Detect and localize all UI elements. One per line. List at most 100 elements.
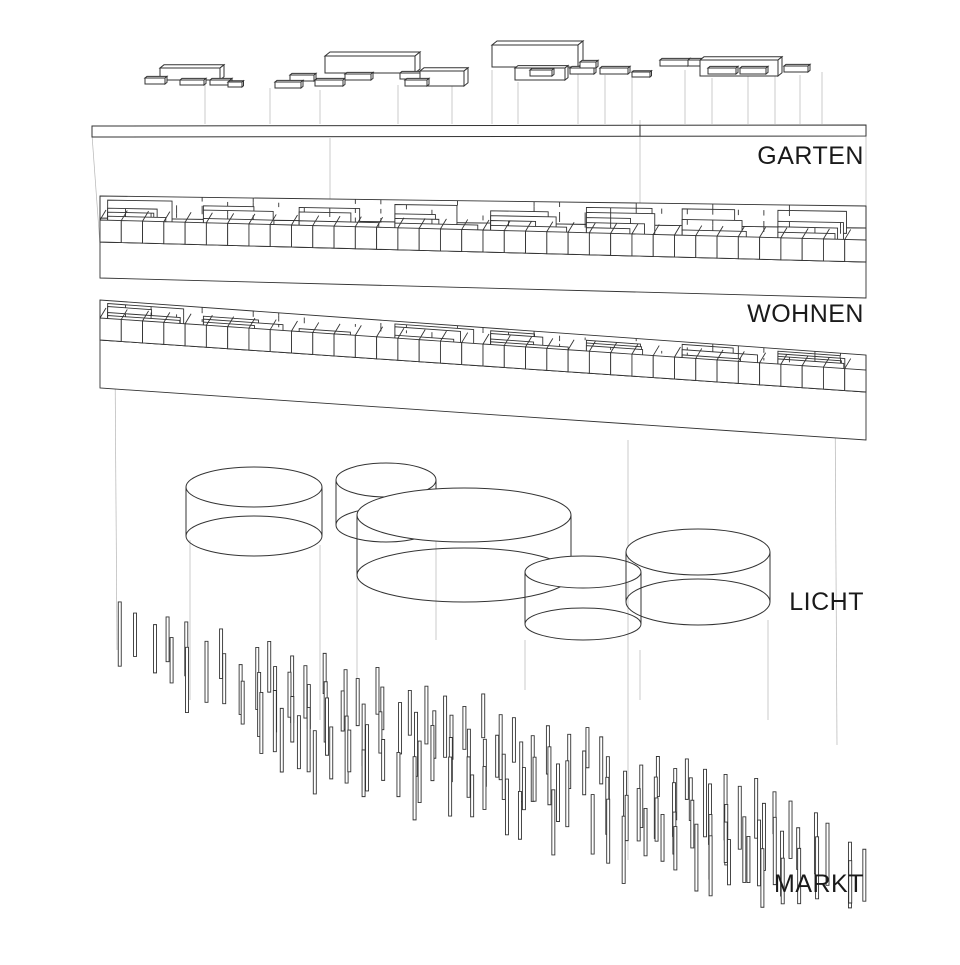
room-divider — [823, 357, 829, 367]
planter-box-front — [345, 74, 371, 80]
market-column — [502, 754, 505, 799]
room-divider — [440, 219, 446, 229]
facade-room-cell — [802, 366, 823, 389]
market-column — [260, 692, 263, 753]
market-column — [297, 716, 300, 769]
market-column — [431, 725, 434, 780]
facade-room-cell — [355, 335, 376, 358]
room-divider — [334, 324, 340, 334]
room-divider — [249, 214, 255, 224]
room-divider — [760, 353, 766, 363]
market-column — [304, 666, 307, 718]
room-divider — [653, 224, 659, 234]
market-column — [223, 654, 226, 704]
facade-room-cell — [313, 226, 334, 249]
room-divider — [781, 354, 787, 364]
planter-box-front — [708, 68, 736, 74]
facade-room-cell — [377, 227, 398, 250]
market-column — [557, 764, 560, 822]
market-column — [397, 752, 400, 796]
facade-room-cell — [292, 331, 313, 354]
facade-room-cell — [292, 225, 313, 248]
market-column — [379, 712, 382, 753]
planter-box-front — [740, 68, 766, 74]
room-divider — [675, 347, 681, 357]
planter-box-front — [145, 78, 165, 84]
room-divider — [143, 311, 149, 321]
planter-box-front — [580, 62, 596, 68]
room-divider — [206, 213, 212, 223]
market-column — [849, 861, 852, 903]
room-divider — [419, 218, 425, 228]
room-divider — [419, 330, 425, 340]
market-column — [566, 761, 569, 827]
room-divider — [164, 312, 170, 322]
market-column — [728, 840, 731, 885]
market-column — [622, 816, 625, 883]
room-divider — [185, 212, 191, 222]
facade-room-cell — [675, 357, 696, 380]
facade-room-cell — [611, 353, 632, 376]
facade-room-cell — [249, 328, 270, 351]
room-divider — [589, 223, 595, 233]
room-divider — [845, 229, 851, 239]
market-column — [185, 647, 188, 712]
room-divider — [334, 216, 340, 226]
market-column — [518, 791, 521, 839]
market-column — [205, 641, 208, 702]
facade-room-cell — [334, 226, 355, 249]
room-divider — [164, 212, 170, 222]
room-divider — [292, 321, 298, 331]
room-divider — [738, 351, 744, 361]
room-divider — [802, 228, 808, 238]
facade-room-cell — [334, 334, 355, 357]
market-column — [607, 799, 610, 863]
market-column — [533, 757, 536, 801]
facade-room-cell — [164, 322, 185, 345]
market-column — [348, 730, 351, 772]
facade-room-cell — [717, 360, 738, 383]
facade-room-cell — [760, 363, 781, 386]
market-column — [761, 849, 764, 908]
room-divider — [696, 226, 702, 236]
planter-box-front — [570, 68, 594, 74]
room-divider — [632, 344, 638, 354]
room-divider — [675, 225, 681, 235]
planter-box-front — [632, 72, 650, 77]
market-column — [134, 613, 137, 656]
room-divider — [696, 348, 702, 358]
facade-room-cell — [121, 319, 142, 342]
planter-box-front — [784, 66, 808, 72]
market-column — [512, 718, 515, 763]
market-column — [755, 778, 758, 838]
planter-box-front — [405, 80, 427, 86]
room-divider — [292, 215, 298, 225]
room-divider — [632, 224, 638, 234]
markt-layer — [118, 602, 866, 908]
room-divider — [568, 340, 574, 350]
facade-room-cell — [845, 239, 866, 262]
room-divider — [121, 211, 127, 221]
planter-box-front — [492, 45, 578, 67]
room-divider — [228, 213, 234, 223]
planter-box-front — [325, 56, 415, 73]
room-divider — [526, 221, 532, 231]
room-divider — [462, 219, 468, 229]
market-column — [709, 836, 712, 896]
lightwell-top-ellipse — [525, 556, 641, 588]
market-column — [743, 817, 746, 883]
market-column — [591, 795, 594, 854]
market-column — [655, 798, 658, 841]
facade-room-cell — [355, 227, 376, 250]
room-divider — [355, 325, 361, 335]
licht-layer — [186, 463, 770, 640]
planter-box-front — [180, 80, 204, 85]
leader-line — [115, 360, 117, 650]
market-column — [482, 694, 485, 738]
facade-room-cell — [823, 367, 844, 390]
leader-lines — [92, 120, 866, 860]
market-column — [499, 715, 502, 780]
market-column — [356, 679, 359, 726]
market-column — [505, 779, 508, 835]
